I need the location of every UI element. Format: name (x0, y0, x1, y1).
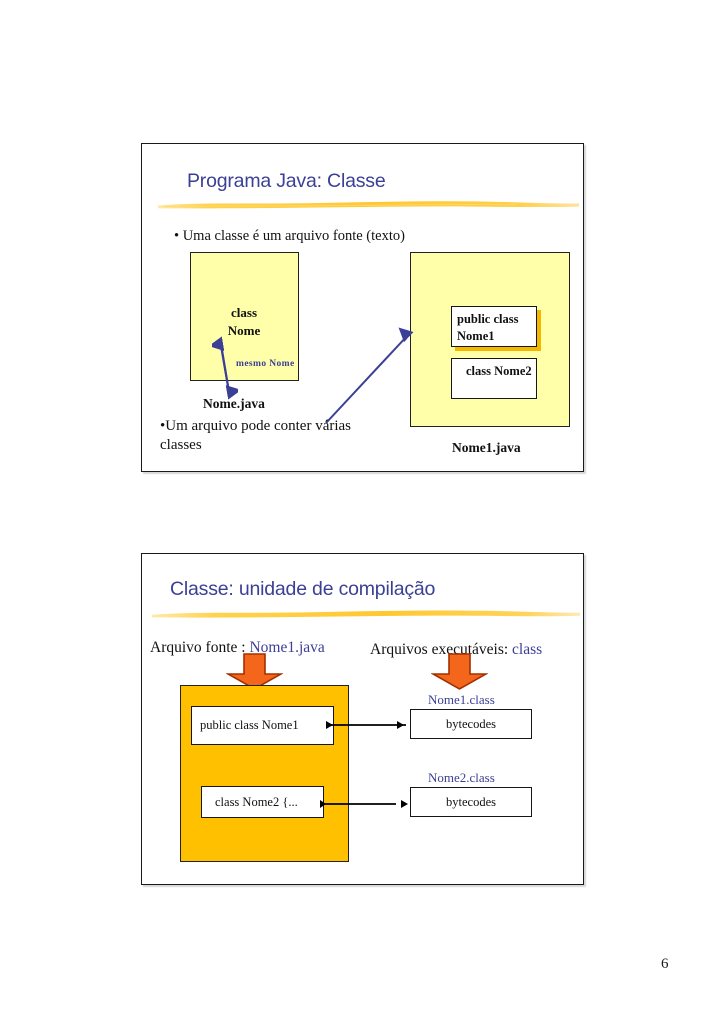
source-file-caption-filename: Nome1.java (249, 639, 325, 656)
exec-files-caption-ext: class (512, 641, 543, 658)
down-block-arrow-icon-source (226, 653, 283, 690)
source-file-box-nome (190, 252, 299, 381)
nome-java-filename-label: Nome.java (203, 396, 265, 411)
mesmo-nome-label: mesmo Nome (236, 359, 295, 369)
slide-1-bullet-1: • Uma classe é um arquivo fonte (texto) (174, 228, 405, 244)
diagonal-pointer-arrow-icon (322, 327, 417, 427)
slide-1-title: Programa Java: Classe (187, 170, 386, 192)
slide-classe-unidade-compilacao: Classe: unidade de compilação Arquivo fo… (141, 553, 584, 885)
slide-1-bullet-2: •Um arquivo pode conter várias classes (160, 418, 352, 453)
source-file-caption: Arquivo fonte : Nome1.java (150, 639, 325, 657)
slide-2-title: Classe: unidade de compilação (170, 578, 436, 600)
code-public-class-nome1: public class Nome1 (191, 706, 334, 745)
down-block-arrow-icon-exec (431, 653, 488, 690)
slide-programa-java-classe: Programa Java: Classe • Uma classe é um … (141, 143, 584, 472)
code-class-nome2: class Nome2 {... (201, 786, 324, 818)
mesmo-nome-double-arrow-icon (212, 332, 238, 402)
bytecodes-box-nome2: bytecodes (410, 787, 532, 817)
exec-files-caption-prefix: Arquivos executáveis: (370, 641, 513, 658)
title-brush-stroke-icon (150, 608, 582, 619)
public-class-nome1-box: public class Nome1 (451, 306, 537, 347)
page-number: 6 (661, 956, 669, 972)
connector-arrow-nome1 (320, 714, 416, 736)
output-filename-nome2-class: Nome2.class (428, 770, 495, 785)
connector-arrow-nome2 (320, 793, 416, 815)
bytecodes-box-nome1: bytecodes (410, 709, 532, 739)
nome1-java-filename-label: Nome1.java (452, 440, 521, 455)
output-filename-nome1-class: Nome1.class (428, 692, 495, 707)
class-nome2-box: class Nome2 (451, 358, 537, 399)
class-nome-label: class Nome (227, 305, 261, 338)
exec-files-caption: Arquivos executáveis: class (370, 641, 542, 659)
source-file-caption-prefix: Arquivo fonte : (150, 639, 250, 656)
title-brush-stroke-icon (156, 199, 581, 210)
